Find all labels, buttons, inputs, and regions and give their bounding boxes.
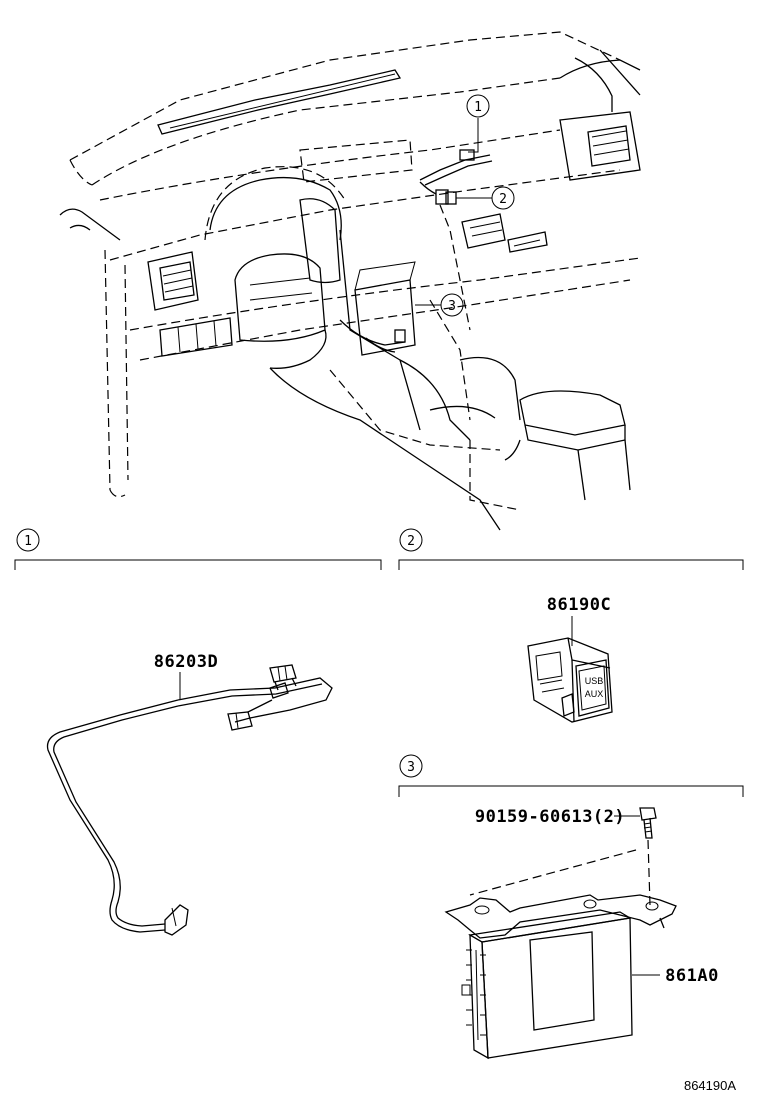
module-861A0: [444, 849, 677, 1060]
bolt-90159-60613: [614, 807, 657, 906]
svg-text:3: 3: [448, 299, 456, 314]
callout-2: 2: [491, 186, 515, 210]
svg-text:3: 3: [407, 760, 415, 775]
usb-label: USB: [585, 676, 604, 686]
part-label-86190C: 86190C: [547, 595, 611, 615]
section-1-header: 1: [14, 528, 382, 570]
part-label-90159-60613: 90159-60613(2): [475, 807, 625, 827]
dashboard-illustration: [59, 31, 641, 531]
svg-text:2: 2: [407, 534, 415, 549]
part-label-861A0: 861A0: [665, 966, 719, 986]
aux-label: AUX: [585, 689, 604, 699]
callout-1: 1: [466, 94, 490, 118]
callout-3: 3: [440, 293, 464, 317]
svg-text:1: 1: [474, 100, 482, 115]
section-3-header: 3: [398, 754, 744, 797]
wire-harness-86203D: [46, 664, 333, 936]
svg-text:1: 1: [24, 534, 32, 549]
svg-text:2: 2: [499, 192, 507, 207]
section-2-header: 2: [398, 528, 744, 570]
usb-aux-jack-86190C: [527, 616, 613, 723]
diagram-code: 864190A: [684, 1078, 736, 1093]
part-label-86203D: 86203D: [154, 652, 218, 672]
